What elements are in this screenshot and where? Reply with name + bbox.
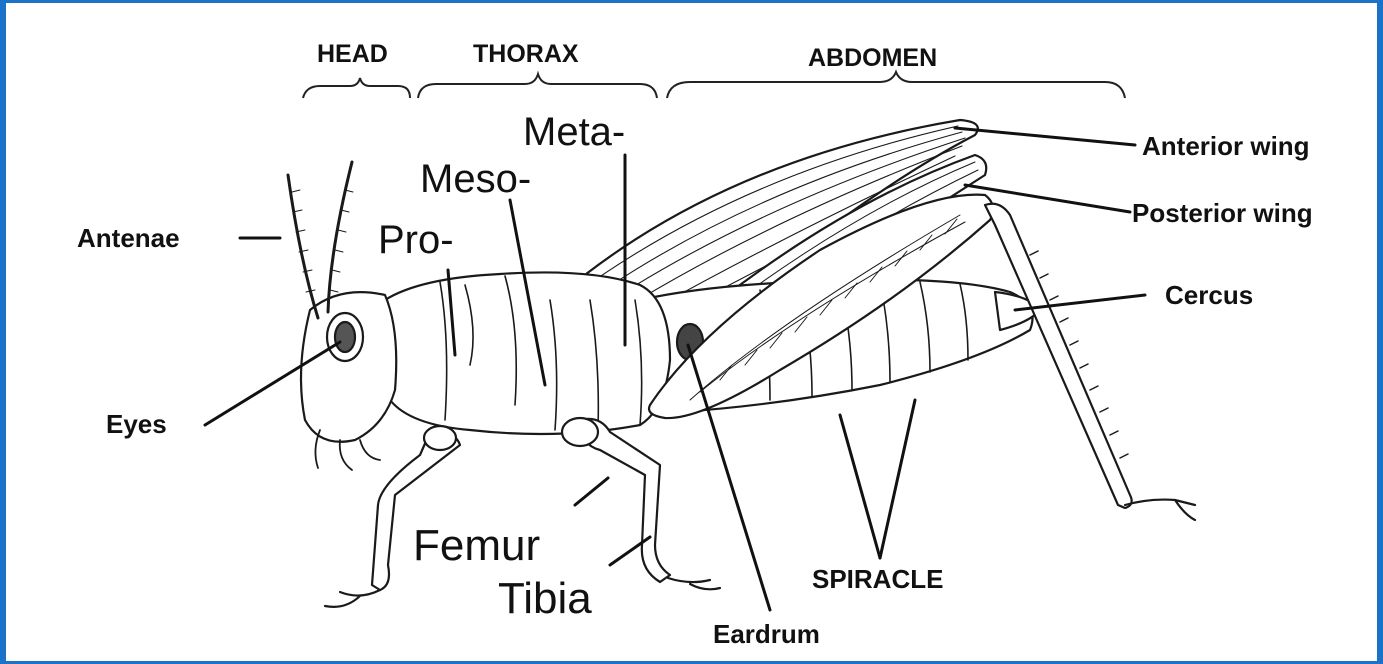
front-knee bbox=[424, 426, 456, 450]
hind-tibia-spines bbox=[1030, 251, 1128, 458]
antennae-segments bbox=[292, 190, 353, 292]
tibia-label: Tibia bbox=[498, 574, 592, 623]
pro-label: Pro- bbox=[378, 218, 454, 262]
eye-inner bbox=[335, 322, 355, 352]
middle-leg bbox=[580, 419, 670, 582]
anterior-wing-leader bbox=[955, 128, 1135, 145]
hind-tibia bbox=[985, 204, 1132, 508]
section-braces bbox=[303, 72, 1125, 98]
posterior-wing-label: Posterior wing bbox=[1132, 198, 1313, 228]
meta-label: Meta- bbox=[523, 110, 625, 154]
cercus-label: Cercus bbox=[1165, 280, 1253, 310]
abdomen-brace bbox=[667, 72, 1125, 98]
femur-leader bbox=[575, 478, 608, 505]
femur-label: Femur bbox=[413, 521, 540, 570]
antenae-label: Antenae bbox=[77, 223, 180, 253]
middle-knee bbox=[562, 418, 598, 446]
head-section-label: HEAD bbox=[317, 40, 388, 68]
eyes-label: Eyes bbox=[106, 409, 167, 439]
spiracle-leader-b bbox=[880, 400, 915, 558]
spiracle-leader-a bbox=[840, 415, 880, 558]
head-brace bbox=[303, 78, 410, 98]
front-foot bbox=[325, 590, 380, 607]
middle-foot bbox=[668, 578, 720, 589]
spiracle-label: SPIRACLE bbox=[812, 564, 943, 594]
meso-label: Meso- bbox=[420, 157, 531, 201]
eardrum-label: Eardrum bbox=[713, 619, 820, 649]
anterior-wing-label: Anterior wing bbox=[1142, 131, 1310, 161]
thorax-shape bbox=[382, 272, 670, 434]
thorax-brace bbox=[418, 74, 657, 98]
abdomen-section-label: ABDOMEN bbox=[808, 44, 937, 72]
thorax-section-label: THORAX bbox=[473, 40, 579, 68]
hind-foot bbox=[1125, 500, 1195, 520]
